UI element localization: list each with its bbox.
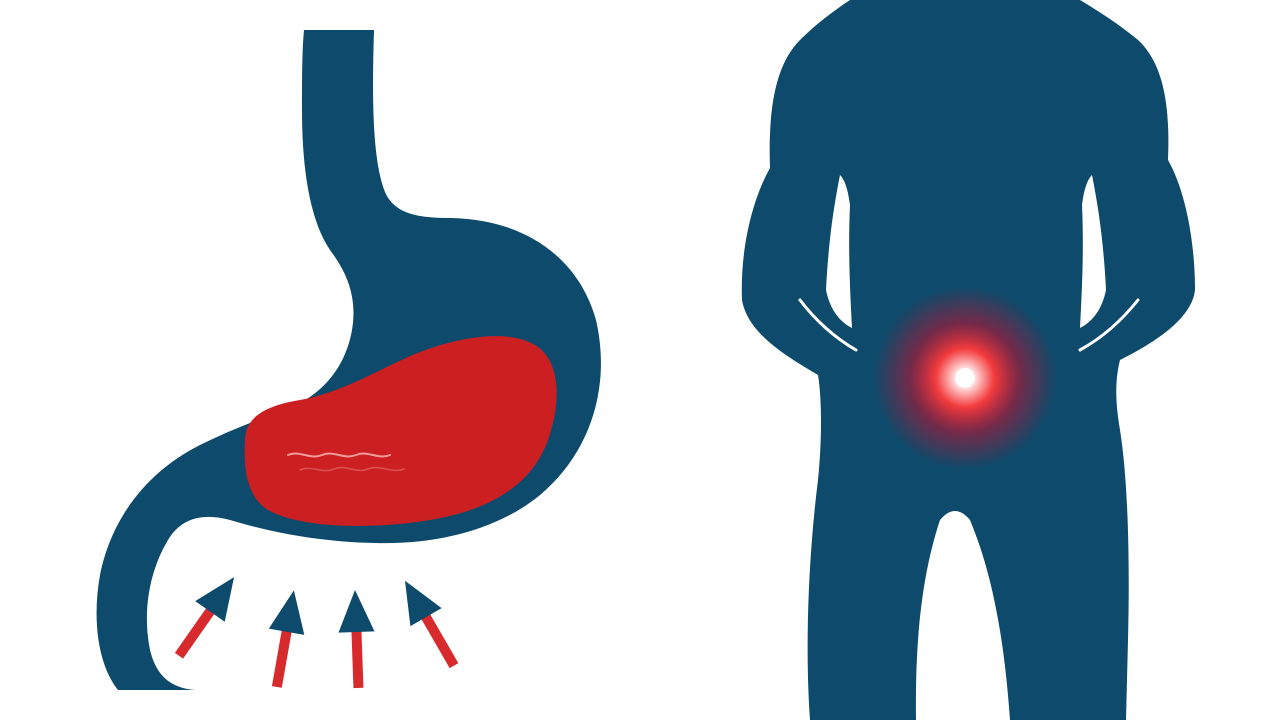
pain-glow-icon — [873, 286, 1057, 470]
inflamed-lining — [244, 336, 557, 526]
pressure-arrows — [174, 577, 459, 689]
lining-wave — [299, 466, 405, 472]
hand-right — [1078, 298, 1140, 352]
stomach-outline — [96, 30, 601, 690]
pain-glow-core — [955, 368, 975, 388]
arm-gap-left — [826, 175, 852, 328]
arrow-up-icon — [405, 580, 459, 669]
arrow-up-icon — [338, 590, 375, 689]
hand-left — [798, 298, 858, 352]
arrow-up-icon — [268, 590, 305, 688]
stomach-icon — [96, 30, 601, 690]
arrow-up-icon — [174, 577, 235, 659]
lining-wave — [287, 452, 391, 458]
arm-gap-right — [1080, 175, 1106, 328]
